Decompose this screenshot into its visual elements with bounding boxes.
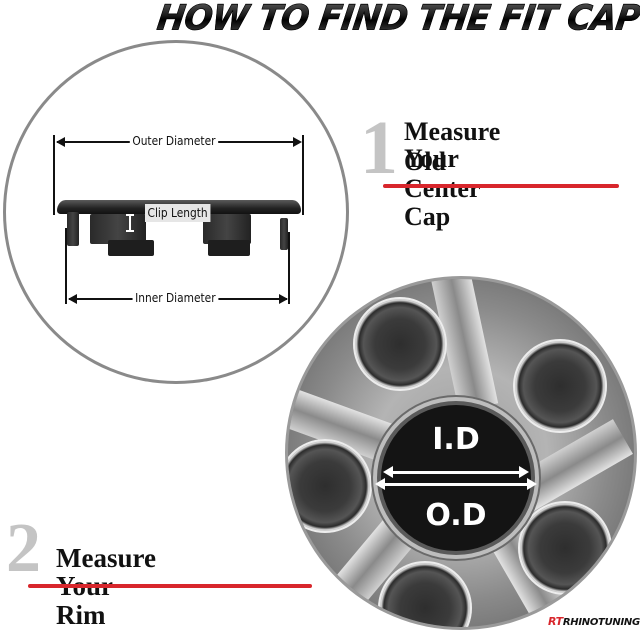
- cap-clip: [67, 212, 79, 246]
- step-1-number: 1: [360, 106, 398, 190]
- outer-diameter-left-tick: [53, 135, 55, 215]
- brand-logo: RTRHINOTUNING: [548, 615, 640, 628]
- lug-nut-hole: [288, 439, 372, 533]
- outer-diameter-right-tick: [302, 135, 304, 215]
- page-title: HOW TO FIND THE FIT CAP: [147, 0, 640, 38]
- step-2-underline: [28, 584, 312, 588]
- brand-name: RHINOTUNING: [562, 617, 640, 628]
- step-1-underline: [383, 184, 619, 188]
- cap-clip: [203, 214, 251, 244]
- inner-diameter-right-tick: [288, 232, 290, 304]
- outer-diameter-arrow-icon: [375, 478, 537, 490]
- step-1-line-2: Old Center Cap: [404, 147, 481, 231]
- inner-diameter-right-arrow-icon: [279, 294, 288, 304]
- lug-nut-hole: [378, 561, 472, 627]
- outer-diameter-text: O.D: [425, 498, 487, 533]
- inner-diameter-arrow-icon: [383, 466, 529, 478]
- rim-photo: I.D O.D: [285, 276, 637, 630]
- outer-diameter-label: Outer Diameter: [129, 133, 219, 149]
- lug-nut-hole: [518, 501, 612, 595]
- clip-length-label: Clip Length: [145, 204, 211, 222]
- inner-diameter-text: I.D: [432, 422, 480, 457]
- step-1-line-1: Measure Your: [404, 117, 501, 174]
- inner-diameter-label: Inner Diameter: [132, 290, 219, 306]
- step-2-number: 2: [6, 510, 41, 587]
- rim-center-bore: I.D O.D: [375, 405, 537, 551]
- inner-diameter-left-tick: [65, 228, 67, 304]
- brand-prefix: RT: [548, 615, 563, 628]
- cap-clip: [108, 240, 154, 256]
- lug-nut-hole: [513, 339, 607, 433]
- outer-diameter-left-arrow-icon: [56, 137, 65, 147]
- cap-clip: [208, 240, 250, 256]
- cap-clip: [90, 214, 146, 244]
- lug-nut-hole: [353, 297, 447, 391]
- cap-clip: [280, 218, 288, 250]
- step-2-text: Measure Your Rim: [56, 543, 156, 630]
- outer-diameter-right-arrow-icon: [293, 137, 302, 147]
- clip-length-ibeam-icon: [126, 214, 134, 232]
- inner-diameter-left-arrow-icon: [68, 294, 77, 304]
